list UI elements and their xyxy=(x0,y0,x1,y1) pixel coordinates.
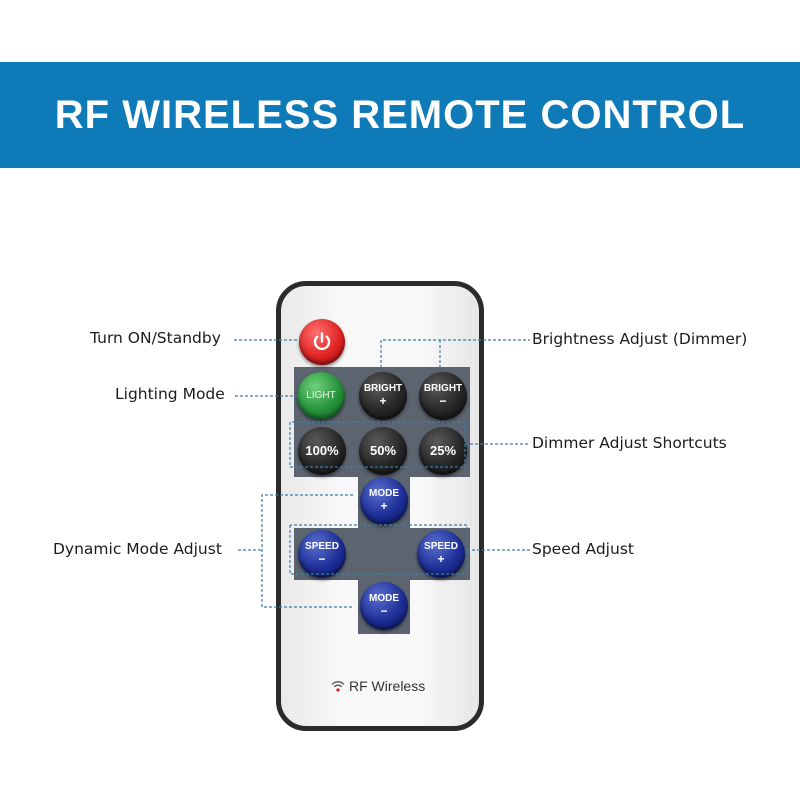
shortcut-100-button[interactable]: 100% xyxy=(298,427,346,475)
callout-speed: Speed Adjust xyxy=(532,540,634,558)
shortcut-50-button[interactable]: 50% xyxy=(359,427,407,475)
power-icon xyxy=(313,332,331,351)
brand-text: RF Wireless xyxy=(349,678,426,694)
bright-plus-sign: + xyxy=(379,393,387,408)
wireless-icon xyxy=(331,681,345,692)
banner-title: RF WIRELESS REMOTE CONTROL xyxy=(54,92,746,137)
mode-minus-button[interactable]: MODE − xyxy=(360,582,408,630)
speed-plus-button[interactable]: SPEED + xyxy=(417,530,465,578)
shortcut-25-button[interactable]: 25% xyxy=(419,427,467,475)
bright-plus-button[interactable]: BRIGHT + xyxy=(359,372,407,420)
mode-minus-label: MODE xyxy=(369,593,399,605)
power-button[interactable] xyxy=(299,319,345,365)
shortcut-50-label: 50% xyxy=(369,443,397,459)
speed-plus-sign: + xyxy=(437,551,445,566)
callout-dynamic: Dynamic Mode Adjust xyxy=(53,540,222,558)
mode-plus-button[interactable]: MODE + xyxy=(360,477,408,525)
callout-lighting: Lighting Mode xyxy=(115,385,225,403)
speed-minus-sign: − xyxy=(318,551,326,566)
shortcut-25-label: 25% xyxy=(429,443,457,459)
mode-minus-sign: − xyxy=(380,603,388,618)
shortcut-100-label: 100% xyxy=(305,443,339,459)
callout-shortcuts: Dimmer Adjust Shortcuts xyxy=(532,434,727,452)
title-banner: RF WIRELESS REMOTE CONTROL xyxy=(0,62,800,168)
light-button-label: LIGHT xyxy=(306,389,336,401)
brand-mark: RF Wireless xyxy=(331,678,425,694)
light-button[interactable]: LIGHT xyxy=(297,372,345,420)
mode-plus-label: MODE xyxy=(369,488,399,500)
callout-brightness: Brightness Adjust (Dimmer) xyxy=(532,330,748,348)
bright-minus-sign: − xyxy=(439,393,447,408)
mode-plus-sign: + xyxy=(380,498,388,513)
callout-power: Turn ON/Standby xyxy=(90,329,221,347)
bright-minus-button[interactable]: BRIGHT − xyxy=(419,372,467,420)
speed-minus-button[interactable]: SPEED − xyxy=(298,530,346,578)
remote-control: LIGHT BRIGHT + BRIGHT − 100% 50% 25% MOD… xyxy=(276,281,484,731)
bright-minus-label: BRIGHT xyxy=(423,383,463,395)
bright-plus-label: BRIGHT xyxy=(363,383,403,395)
